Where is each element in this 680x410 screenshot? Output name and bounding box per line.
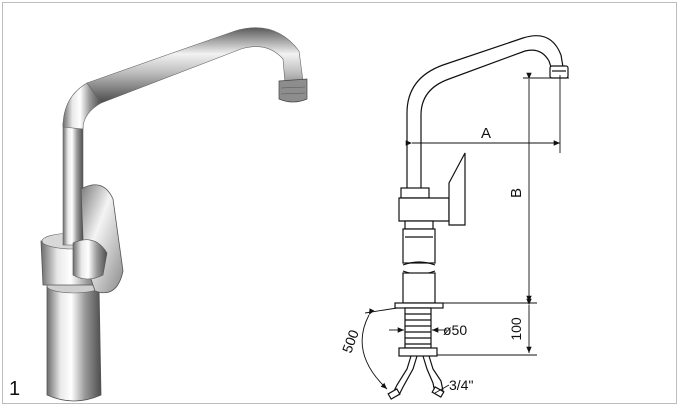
figure-frame: A B 100 500 ø50 3/4" 1: [2, 2, 677, 404]
dimension-thread-size: 3/4": [449, 377, 473, 393]
figure-number: 1: [9, 378, 21, 400]
faucet-photo: [40, 27, 308, 402]
dimension-base-diameter: ø50: [443, 322, 467, 338]
dimension-lines: [361, 72, 569, 394]
dimension-hose-length: 500: [339, 327, 362, 355]
figure-canvas: A B 100 500 ø50 3/4": [40, 27, 569, 402]
dimension-base-height: 100: [508, 317, 524, 341]
dimension-b-label: B: [508, 188, 525, 198]
dimension-a-label: A: [481, 125, 491, 142]
faucet-technical-drawing: [387, 35, 569, 400]
